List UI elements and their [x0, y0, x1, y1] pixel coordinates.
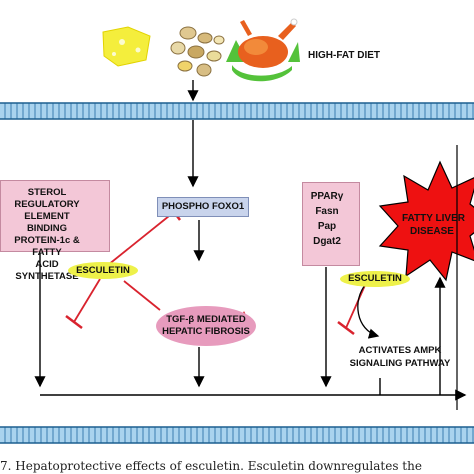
ppar-line-1: PPARγ: [310, 191, 344, 202]
ppar-line-4: Dgat2: [313, 236, 341, 247]
tgf-line-2: HEPATIC FIBROSIS: [162, 326, 250, 337]
esculetin-right: ESCULETIN: [340, 271, 410, 287]
figure-caption: 7. Hepatoprotective effects of esculetin…: [0, 459, 422, 473]
tgf-line-1: TGF-β MEDIATED: [166, 314, 246, 325]
srebp-box: STEROL REGULATORY ELEMENT BINDING PROTEI…: [0, 180, 110, 282]
srebp-line-1: STEROL REGULATORY: [14, 187, 80, 210]
ppar-line-2: Fasn: [315, 206, 339, 217]
roast-chicken-icon: [226, 18, 300, 82]
inhibit-left-bottom: [65, 278, 101, 329]
to-ampk-arrow: [357, 283, 380, 339]
tgf-ellipse: TGF-β MEDIATED HEPATIC FIBROSIS: [156, 306, 256, 346]
beans-icon: [170, 26, 225, 77]
esculetin-left: ESCULETIN: [68, 262, 138, 279]
diet-label: HIGH-FAT DIET: [308, 50, 381, 61]
srebp-line-4: ACID SYNTHETASE: [15, 259, 79, 282]
ampk-line-1: ACTIVATES AMPK: [358, 345, 442, 356]
cheese-icon: [102, 26, 151, 67]
inhibit-right: [337, 282, 367, 335]
ppar-line-3: Pap: [317, 221, 337, 232]
fatty-liver-star: [378, 160, 474, 282]
ampk-line-2: SIGNALING PATHWAY: [349, 358, 451, 369]
ampk-label: ACTIVATES AMPK SIGNALING PATHWAY: [345, 344, 455, 370]
top-membrane: [0, 102, 474, 120]
fatty-liver-label: FATTY LIVER DISEASE: [402, 212, 465, 238]
fatty-liver-line-2: DISEASE: [410, 226, 454, 237]
inhibit-tgf: [123, 280, 161, 311]
foxo1-box: PHOSPHO FOXO1: [157, 197, 249, 217]
srebp-line-3: PROTEIN-1c & FATTY: [14, 235, 80, 258]
ppar-box: PPARγ Fasn Pap Dgat2: [302, 182, 360, 266]
bottom-membrane: [0, 426, 474, 444]
srebp-line-2: ELEMENT BINDING: [24, 211, 70, 234]
fatty-liver-line-1: FATTY LIVER: [402, 213, 465, 224]
